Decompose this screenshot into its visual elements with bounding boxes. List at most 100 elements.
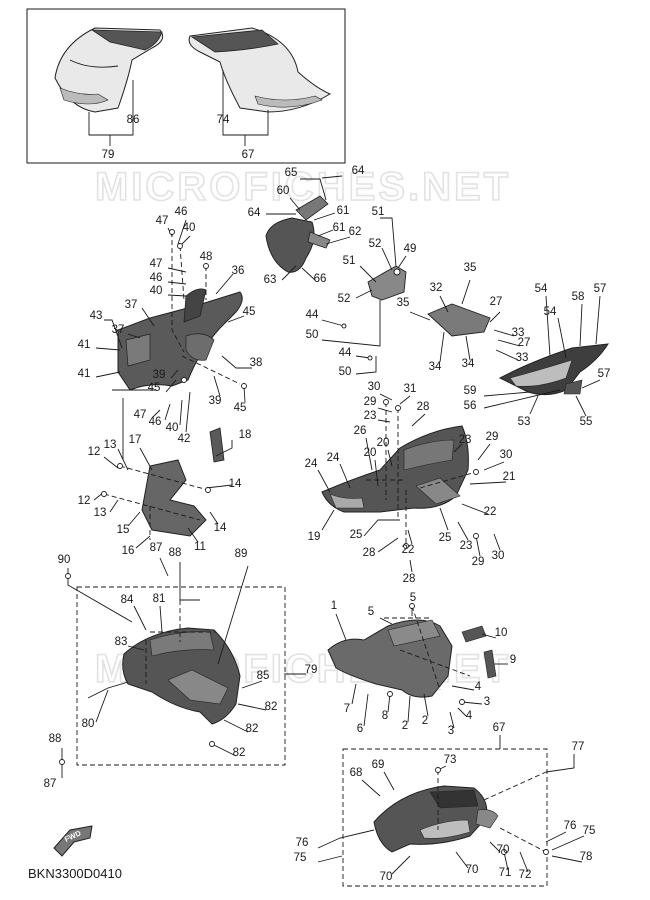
callout-number: 3 [484,696,490,708]
callout-number: 50 [306,329,319,341]
callout-number: 29 [472,556,485,568]
callout-number: 5 [368,606,374,618]
callout-number: 44 [339,347,352,359]
callout-number: 44 [306,309,319,321]
fwd-arrow-icon: FWD [53,825,93,857]
callout-number: 90 [58,554,71,566]
callout-number: 10 [495,627,508,639]
callout-number: 48 [200,251,213,263]
callout-number: 84 [121,594,134,606]
callout-number: 43 [90,310,103,322]
callout-number: 30 [492,550,505,562]
callout-number: 28 [403,573,416,585]
callout-number: 49 [404,243,417,255]
callout-number: 82 [246,723,259,735]
callout-number: 52 [338,293,351,305]
callout-number: 82 [265,701,278,713]
callout-number: 7 [344,703,350,715]
callout-number: 61 [337,205,350,217]
callout-number: 67 [493,722,506,734]
callout-number: 14 [214,522,227,534]
callout-number: 45 [243,306,256,318]
callout-number: 72 [519,869,532,881]
callout-number: 57 [594,283,607,295]
callout-number: 15 [117,524,130,536]
callout-number: 65 [285,167,298,179]
part-lower-bracket [93,427,233,549]
callout-number: 46 [150,272,163,284]
callout-number: 46 [149,416,162,428]
callout-number: 40 [183,222,196,234]
part-left-inner-fairing [95,219,252,460]
callout-number: 54 [535,283,548,295]
callout-number: 11 [194,541,206,553]
callout-number: 69 [372,759,385,771]
callout-number: 2 [402,720,408,732]
callout-number: 14 [229,478,242,490]
inset-side-panels [26,8,346,164]
callout-number: 71 [499,867,512,879]
callout-number: 36 [232,265,245,277]
callout-number: 37 [125,299,138,311]
callout-number: 47 [134,409,147,421]
callout-number: 47 [156,215,169,227]
part-right-inner-fairing [327,603,508,729]
callout-number: 85 [257,670,270,682]
callout-number: 41 [78,339,91,351]
callout-number: 31 [404,383,417,395]
callout-number: 87 [44,778,57,790]
callout-number: 76 [296,837,309,849]
callout-number: 18 [239,429,252,441]
callout-number: 67 [242,149,255,161]
callout-number: 6 [357,723,363,735]
callout-number: 61 [333,222,346,234]
callout-number: 70 [466,864,479,876]
callout-number: 30 [368,381,381,393]
callout-number: 42 [178,433,191,445]
watermark-top: MICROFICHES.NET [95,165,511,209]
callout-number: 5 [410,592,416,604]
callout-number: 4 [475,681,482,693]
callout-number: 60 [277,185,290,197]
callout-number: 24 [305,458,318,470]
part-upper-bracket [265,175,351,281]
part-right-stay [409,279,521,363]
callout-number: 77 [572,741,585,753]
callout-number: 29 [364,396,377,408]
callout-number: 25 [350,529,363,541]
callout-number: 82 [233,747,246,759]
callout-number: 2 [422,715,428,727]
callout-number: 22 [484,506,497,518]
callout-number: 74 [217,114,230,126]
callout-number: 58 [572,291,585,303]
callout-number: 45 [234,402,247,414]
callout-number: 89 [235,548,248,560]
callout-number: 40 [150,285,163,297]
callout-number: 35 [464,262,477,274]
callout-number: 52 [369,238,382,250]
callout-number: 78 [580,851,593,863]
callout-number: 39 [209,395,222,407]
callout-number: 51 [343,255,356,267]
callout-number: 27 [518,337,531,349]
callout-number: 20 [364,447,377,459]
callout-number: 87 [150,542,163,554]
callout-number: 79 [102,149,115,161]
callout-number: 33 [512,327,525,339]
callout-number: 46 [175,206,188,218]
callout-number: 40 [166,422,179,434]
callout-number: 28 [417,401,430,413]
part-left-lower-cowl [59,557,306,778]
callout-number: 9 [510,654,516,666]
callout-number: 23 [459,434,472,446]
callout-number: 88 [169,547,182,559]
callout-number: 28 [363,547,376,559]
callout-number: 81 [153,593,166,605]
part-rear-cover [483,295,609,417]
callout-number: 68 [350,767,363,779]
callout-number: 75 [294,852,307,864]
callout-number: 21 [503,471,516,483]
callout-number: 22 [402,544,415,556]
callout-number: 66 [314,273,327,285]
